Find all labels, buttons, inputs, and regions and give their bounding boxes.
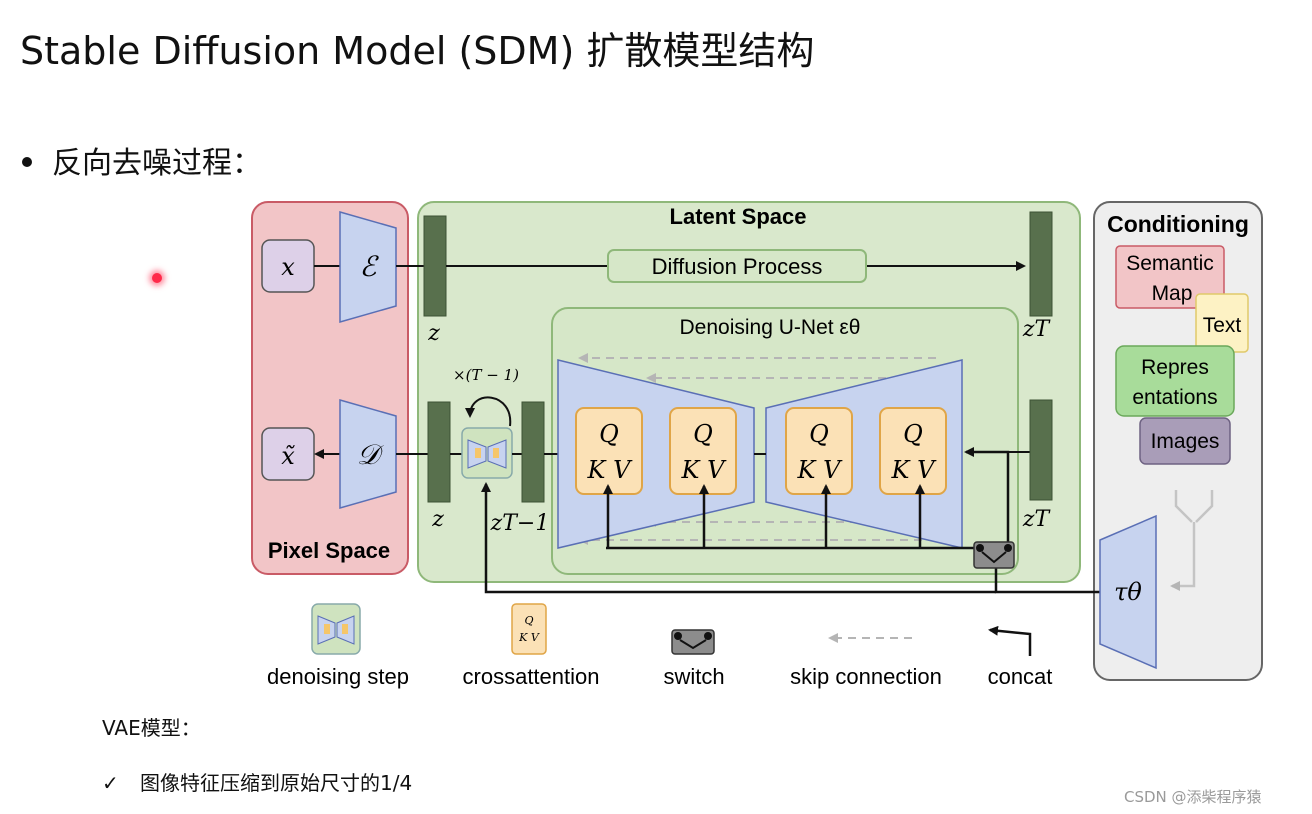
legend-switch-label: switch: [663, 664, 724, 689]
qkv-block-2: Q K V: [669, 407, 737, 495]
cond-semantic-map-box: [1115, 245, 1225, 309]
svg-text:Q: Q: [903, 420, 923, 448]
latent-space-label: Latent Space: [670, 204, 807, 229]
svg-text:Q: Q: [693, 420, 713, 448]
tau-encoder-trapezoid: [1099, 514, 1157, 670]
latent-z-label-top: z: [427, 321, 440, 346]
latent-zt-label-top: zT: [1022, 317, 1052, 342]
cond-text-label: Text: [1203, 314, 1242, 337]
latent-z-label-bottom: z: [431, 507, 444, 532]
svg-text:K V: K V: [518, 631, 540, 644]
cond-representations-box: [1115, 345, 1235, 417]
cond-representations-label-2: entations: [1132, 386, 1217, 409]
svg-text:K V: K V: [681, 456, 728, 484]
legend-concat-icon: [988, 625, 1032, 656]
svg-text:K V: K V: [891, 456, 938, 484]
laser-pointer-dot: [152, 273, 162, 283]
legend-crossattention-label: crossattention: [463, 664, 600, 689]
latent-zt-minus-1-bar: [521, 401, 545, 503]
latent-z-bar-top: [423, 215, 447, 317]
switch-icon: [973, 541, 1015, 569]
pixel-space-label: Pixel Space: [268, 538, 390, 563]
repeat-label: ×(T − 1): [453, 366, 519, 384]
cond-semantic-map-label-2: Map: [1152, 282, 1193, 305]
svg-text:Q: Q: [809, 420, 829, 448]
slide-title: Stable Diffusion Model (SDM) 扩散模型结构: [20, 29, 815, 73]
qkv-block-3: Q K V: [785, 407, 853, 495]
input-x-label: x: [281, 253, 295, 281]
latent-z-bar-bottom: [427, 401, 451, 503]
legend-concat-label: concat: [988, 664, 1053, 689]
svg-text:K V: K V: [587, 456, 634, 484]
legend-crossattention-icon: Q K V: [511, 603, 547, 655]
qkv-block-4: Q K V: [879, 407, 947, 495]
vae-check-item: ✓ 图像特征压缩到原始尺寸的1/4: [102, 767, 412, 796]
svg-text:Q: Q: [524, 614, 533, 627]
cond-images-box: [1139, 417, 1231, 465]
encoder-trapezoid: [339, 211, 397, 323]
legend-skip-connection-label: skip connection: [790, 664, 942, 689]
vae-heading: VAE模型：: [102, 716, 201, 740]
watermark: CSDN @添柴程序猿: [1124, 788, 1262, 806]
cond-representations-label-1: Repres: [1141, 356, 1209, 379]
bullet-reverse-process: 反向去噪过程：: [22, 138, 262, 182]
legend-denoising-step-icon: [311, 603, 361, 655]
svg-text:Q: Q: [599, 420, 619, 448]
cond-images-label: Images: [1151, 430, 1220, 453]
encoder-label: ℰ: [360, 250, 380, 283]
latent-zt-bar-top: [1029, 211, 1053, 317]
check-mark-icon: ✓: [102, 771, 119, 795]
decoder-trapezoid: [339, 399, 397, 509]
bullet-text: 反向去噪过程：: [52, 146, 262, 181]
conditioning-label: Conditioning: [1107, 211, 1249, 237]
latent-zt-label-bottom: zT: [1022, 507, 1052, 532]
legend-switch-icon: [671, 629, 715, 655]
svg-text:K V: K V: [797, 456, 844, 484]
tau-label: τθ: [1114, 578, 1142, 606]
legend-denoising-step-label: denoising step: [267, 664, 409, 689]
diffusion-process-label: Diffusion Process: [652, 254, 823, 279]
unet-title: Denoising U-Net εθ: [680, 316, 861, 339]
latent-zt-bar-bottom: [1029, 399, 1053, 501]
vae-check-text: 图像特征压缩到原始尺寸的1/4: [140, 771, 413, 795]
qkv-block-1: Q K V: [575, 407, 643, 495]
diffusion-process-box: [607, 249, 867, 283]
latent-zt-minus-1-label: zT−1: [490, 511, 550, 536]
bullet-dot: [22, 156, 32, 167]
cond-semantic-map-label-1: Semantic: [1126, 252, 1214, 275]
output-x-tilde-label: x̃: [281, 442, 295, 470]
legend: denoising step Q K V crossattention swit…: [267, 603, 1053, 689]
